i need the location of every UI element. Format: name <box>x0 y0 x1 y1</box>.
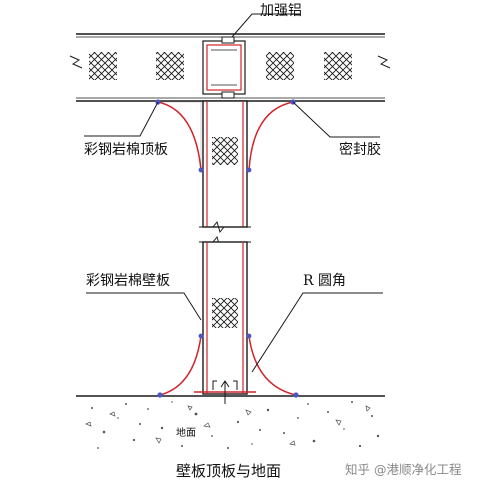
reinforcing-aluminum-label: 加强铝 <box>260 3 302 19</box>
round-corner-label: R 圆角 <box>303 273 346 289</box>
wall-panel-upper <box>202 100 248 228</box>
concrete-floor <box>76 395 385 449</box>
rockwool-cell <box>89 52 117 80</box>
rockwool-cell <box>324 52 352 80</box>
rockwool-cell <box>212 298 238 328</box>
top-coving <box>157 101 294 171</box>
wall-panel-label: 彩钢岩棉壁板 <box>86 273 170 289</box>
floor-coving <box>159 335 297 404</box>
ceiling-panel <box>69 33 391 102</box>
rockwool-cell <box>212 137 238 165</box>
ceiling-panel-label: 彩钢岩棉顶板 <box>84 142 168 158</box>
sealant-label: 密封胶 <box>339 142 381 158</box>
ground-label: 地面 <box>176 428 196 439</box>
leader-lines <box>84 101 383 373</box>
sealant-beads <box>155 99 299 398</box>
rockwool-cell <box>266 52 294 80</box>
reinforcing-aluminum-profile <box>202 36 246 99</box>
rockwool-cell <box>156 52 184 80</box>
diagram-caption: 壁板顶板与地面 <box>176 462 282 480</box>
watermark: 知乎 @港顺净化工程 <box>345 462 462 477</box>
wall-panel-lower <box>202 241 248 395</box>
